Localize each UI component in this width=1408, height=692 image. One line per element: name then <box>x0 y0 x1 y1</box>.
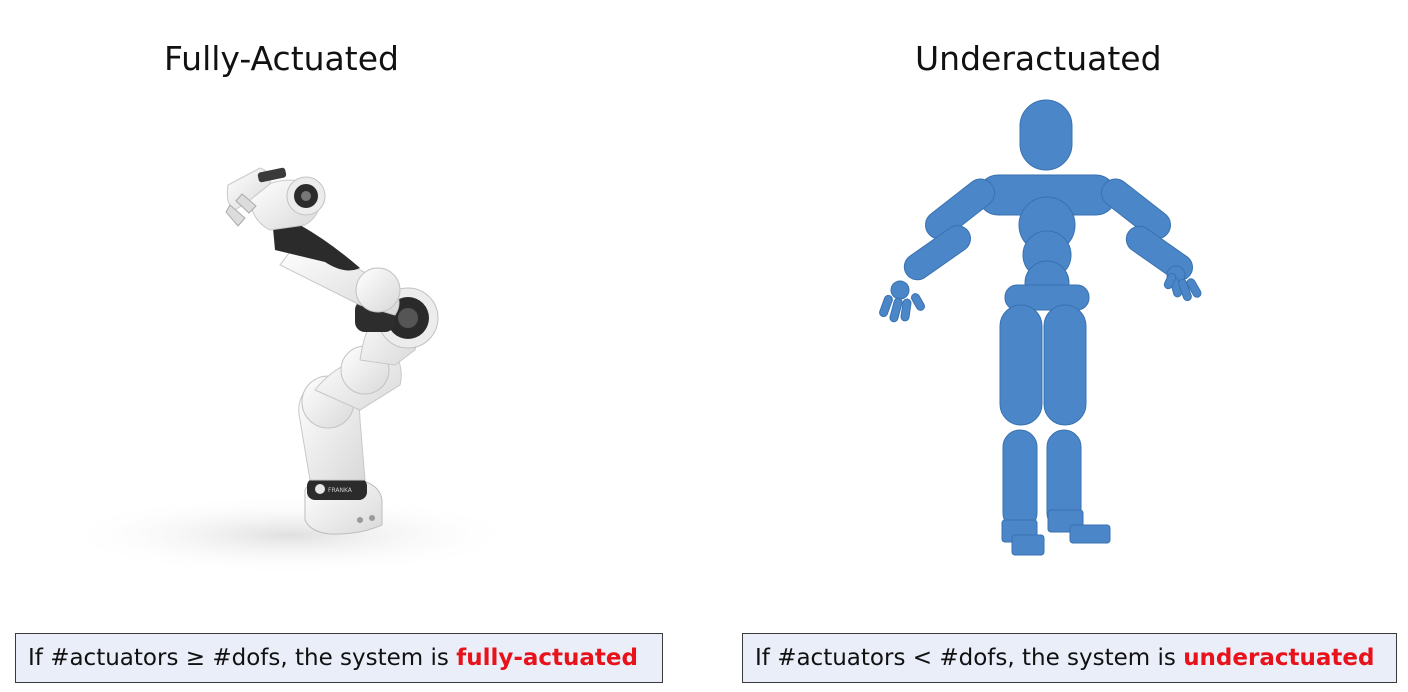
caption-middle: #dofs, the system is <box>932 645 1184 671</box>
fully-actuated-title: Fully-Actuated <box>164 39 399 78</box>
caption-middle: #dofs, the system is <box>205 645 457 671</box>
lt-symbol: < <box>912 645 933 671</box>
humanoid-figure-icon <box>879 99 1202 556</box>
fully-actuated-caption: If #actuators ≥ #dofs, the system is ful… <box>15 633 663 683</box>
humanoid-image <box>860 95 1220 575</box>
geq-symbol: ≥ <box>185 645 206 671</box>
svg-text:FRANKA: FRANKA <box>328 487 353 494</box>
underactuated-highlight: underactuated <box>1183 645 1375 671</box>
underactuated-caption: If #actuators < #dofs, the system is und… <box>742 633 1397 683</box>
fully-actuated-highlight: fully-actuated <box>456 645 638 671</box>
caption-prefix: If #actuators <box>755 645 906 671</box>
robot-arm-icon: FRANKA <box>60 167 520 575</box>
caption-prefix: If #actuators <box>28 645 179 671</box>
underactuated-title: Underactuated <box>915 39 1162 78</box>
robot-arm-image: FRANKA <box>60 150 520 580</box>
